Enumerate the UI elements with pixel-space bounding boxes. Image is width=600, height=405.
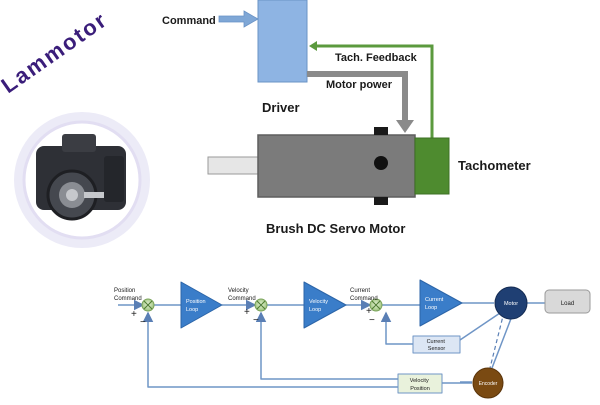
top-block-diagram: Command Driver Tach. Feedback Motor powe… [162,0,531,236]
motor-photo [14,112,150,248]
svg-text:Velocity Position: Velocity Position [410,378,431,392]
current-sensor-node: Current Sensor [412,335,461,354]
logo: Lammotor [0,0,150,105]
tach-feedback-arrowhead [309,41,317,51]
motor-shaft [207,156,259,175]
command-arrow [218,10,259,28]
driver-label: Driver [262,100,300,115]
velocity-minus: − [253,315,259,326]
motor-power-label: Motor power [326,79,393,91]
load-node: Load [544,289,591,314]
control-loop-diagram: + − + − + − Position Command Velocity Co… [114,279,591,399]
driver-box [257,0,308,83]
position-minus: − [140,317,146,328]
motor-node: Motor [494,286,528,320]
position-plus: + [131,309,137,320]
current-summing-junction [369,298,383,312]
current-command-label: Current Command [350,288,378,302]
motor-brush-top [374,127,388,135]
position-loop-block: Position Loop [180,281,223,329]
encoder-node: Encoder [472,367,504,399]
svg-text:Position Loop: Position Loop [186,299,207,313]
velocity-position-node: Velocity Position [397,373,443,394]
current-plus: + [366,306,372,317]
velocity-loop-block: Velocity Loop [303,281,347,329]
velocity-command-label: Velocity Command [228,288,256,302]
motor-node-label: Motor [504,301,518,307]
tachometer-label: Tachometer [458,158,531,173]
position-command-label: Position Command [114,288,142,302]
svg-text:Current Sensor: Current Sensor [427,339,447,352]
current-loop-block: Current Loop [419,279,463,327]
motor-center-dot [374,156,388,170]
load-label: Load [561,301,574,307]
velocity-plus: + [244,307,250,318]
motor-power-line [307,71,408,122]
svg-text:Velocity Loop: Velocity Loop [309,299,330,313]
current-minus: − [369,315,375,326]
svg-text:Current Loop: Current Loop [425,297,445,311]
tach-feedback-line [315,44,434,138]
motor-body [257,134,416,198]
motor-brush-bottom [374,197,388,205]
tachometer-box [414,137,450,195]
position-summing-junction [141,298,155,312]
command-label: Command [162,15,216,27]
tach-feedback-label: Tach. Feedback [335,52,418,64]
motor-title: Brush DC Servo Motor [266,221,405,236]
motor-power-arrowhead [396,120,414,133]
encoder-label: Encoder [479,381,498,387]
velocity-summing-junction [254,298,268,312]
